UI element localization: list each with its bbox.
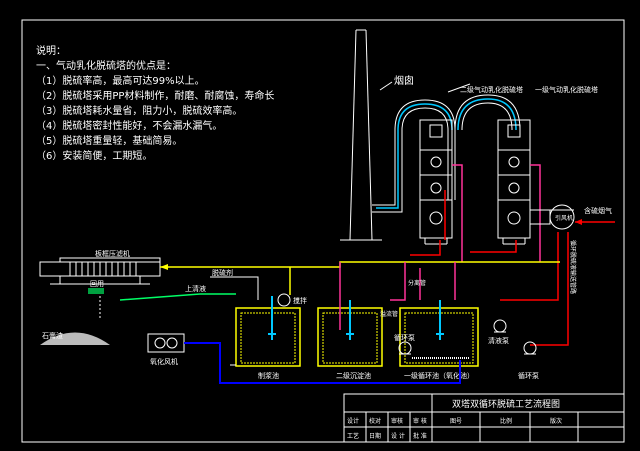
tower-two bbox=[419, 119, 453, 245]
pool-prep-label: 制浆池 bbox=[258, 371, 279, 380]
title-cell: 设计 bbox=[347, 417, 359, 425]
notes-line: （2）脱硫塔采用PP材料制作，耐磨、耐腐蚀，寿命长 bbox=[36, 91, 275, 102]
overflow-label: 溢流管 bbox=[380, 310, 398, 318]
title-block bbox=[343, 393, 625, 443]
pool-settle bbox=[317, 300, 383, 367]
pool-circ-label: 一级循环池（氧化池） bbox=[404, 371, 474, 380]
gypsum-label: 石膏渣 bbox=[42, 331, 63, 340]
notes-line: （4）脱硫塔密封性能好，不会漏水漏气。 bbox=[36, 121, 223, 132]
chimney-label: 烟囱 bbox=[394, 74, 414, 87]
mixer-label: 搅拌 bbox=[293, 296, 307, 305]
mixer-icon bbox=[277, 293, 291, 307]
red-feed-lines bbox=[410, 190, 517, 256]
notes-line: （6）安装简便，工期短。 bbox=[36, 151, 153, 162]
oxidation-fan bbox=[147, 333, 185, 353]
notes-line: （1）脱硫率高，最高可达99%以上。 bbox=[36, 76, 205, 87]
title-cell: 图号 bbox=[450, 418, 462, 425]
notes-heading: 说明： bbox=[36, 46, 66, 57]
circulation-return bbox=[500, 232, 569, 346]
pool-prep bbox=[235, 296, 301, 367]
tower-one bbox=[497, 119, 531, 245]
gypsum-pile bbox=[40, 332, 110, 345]
flue-gas-label: 含硫烟气 bbox=[584, 206, 612, 215]
desulfurizer-label: 脱硫剂 bbox=[212, 268, 233, 277]
oxid-fan-label: 氧化风机 bbox=[150, 357, 178, 366]
pump-a-label: 清液泵 bbox=[488, 336, 509, 345]
chimney bbox=[340, 29, 393, 241]
title-cell: 批 准 bbox=[413, 432, 427, 440]
circ-side-label: 循环脱硫液输送管路 bbox=[569, 240, 577, 294]
notes-block: 说明： 一、气动乳化脱硫塔的优点是： （1）脱硫率高，最高可达99%以上。 （2… bbox=[36, 44, 274, 164]
pump-c-label: 循环泵 bbox=[518, 371, 539, 380]
drawing-frame bbox=[21, 19, 625, 443]
title-cell: 比例 bbox=[500, 417, 512, 425]
tower-one-label: 一级气动乳化脱硫塔 bbox=[535, 85, 598, 94]
flue-duct bbox=[372, 94, 521, 213]
pump-circ-1 bbox=[523, 341, 537, 355]
clear-water-label: 上清液 bbox=[185, 284, 206, 293]
clear-arrow bbox=[160, 264, 168, 270]
title-cell: 审 核 bbox=[413, 417, 427, 425]
pump-b-label: 循环泵 bbox=[394, 333, 415, 342]
recycle-label: 回用 bbox=[90, 280, 104, 288]
title-cell: 日期 bbox=[369, 432, 381, 440]
title-cell: 审核 bbox=[391, 417, 403, 425]
filter-press-label: 板框压滤机 bbox=[95, 249, 130, 258]
separator-label: 分离管 bbox=[408, 279, 426, 287]
title-block-title: 双塔双循环脱硫工艺流程图 bbox=[452, 398, 560, 410]
pump-clear bbox=[493, 319, 507, 333]
induced-fan bbox=[529, 204, 575, 230]
clear-liquid-line bbox=[160, 261, 560, 268]
fan-label: 引风机 bbox=[555, 214, 573, 222]
circulation-in-towers bbox=[452, 164, 541, 262]
tower-two-label: 二级气动乳化脱硫塔 bbox=[460, 85, 523, 94]
flue-gas-path bbox=[376, 98, 517, 209]
pool-circ bbox=[399, 300, 479, 367]
desulfurizer-feed bbox=[210, 276, 259, 300]
notes-line: 一、气动乳化脱硫塔的优点是： bbox=[36, 61, 176, 72]
clear-water-line bbox=[119, 293, 236, 301]
circulation-to-pools bbox=[339, 262, 456, 330]
pool-settle-label: 二级沉淀池 bbox=[336, 371, 371, 380]
title-cell: 工艺 bbox=[347, 432, 359, 440]
press-plates bbox=[69, 262, 137, 276]
inlet-arrow bbox=[575, 219, 582, 225]
air-line bbox=[184, 342, 461, 384]
title-cell: 版次 bbox=[550, 417, 562, 425]
title-cell: 校对 bbox=[369, 417, 381, 425]
title-cell: 设 计 bbox=[391, 432, 405, 440]
notes-line: （5）脱硫塔重量轻，基础简易。 bbox=[36, 136, 183, 147]
recycle-tag bbox=[88, 288, 104, 294]
pump-circ-2 bbox=[398, 341, 412, 355]
notes-line: （3）脱硫塔耗水量省，阻力小，脱硫效率高。 bbox=[36, 106, 243, 117]
